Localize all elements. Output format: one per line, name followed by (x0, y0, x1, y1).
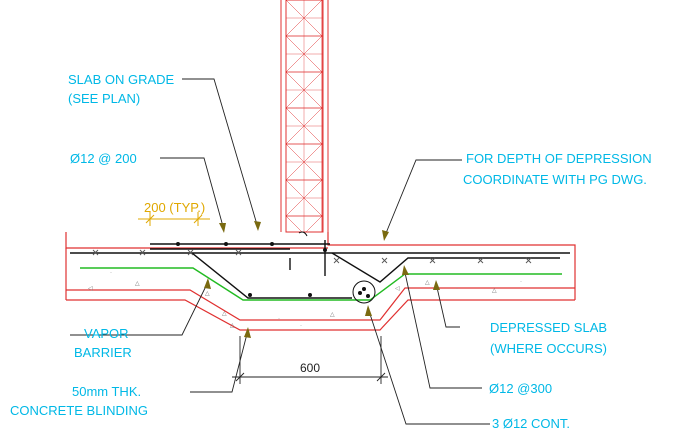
blinding-label: CONCRETE BLINDING (10, 403, 148, 418)
width-dimension-label: 600 (300, 361, 320, 375)
svg-text:·: · (456, 286, 458, 292)
svg-text:·: · (300, 323, 302, 329)
vapor-barrier-line (80, 267, 562, 301)
blinding-thk-label: 50mm THK. (72, 384, 141, 399)
depression-note-line1: FOR DEPTH OF DEPRESSION (466, 151, 652, 166)
where-occurs-label: (WHERE OCCURS) (490, 341, 607, 356)
svg-text:·: · (110, 270, 112, 276)
svg-text:·: · (278, 316, 280, 322)
bar-200-label: Ø12 @ 200 (70, 151, 137, 166)
rebar-crosses (92, 249, 532, 264)
typ-label: 200 (TYP.) (144, 200, 205, 215)
svg-text:◁: ◁ (88, 286, 93, 292)
svg-text:△: △ (222, 311, 227, 317)
bar-300-label: Ø12 @300 (489, 381, 552, 396)
svg-text:△: △ (135, 281, 140, 287)
svg-text:◁: ◁ (395, 286, 400, 292)
leaders (70, 78, 490, 425)
svg-text:·: · (160, 288, 162, 294)
barrier-label: BARRIER (74, 345, 132, 360)
wall-starter-hook (298, 231, 308, 237)
concrete-hatch: ·△◁ ·△△ ·△◁ △·△ ·△· (88, 270, 522, 329)
vapor-label: VAPOR (84, 326, 129, 341)
cont-bars-circle (352, 280, 376, 304)
depression-note-line2: COORDINATE WITH PG DWG. (463, 172, 647, 187)
rebar-dots (176, 242, 370, 298)
slab-outline (65, 232, 576, 331)
see-plan-label: (SEE PLAN) (68, 91, 140, 106)
width-dimension (232, 336, 388, 384)
depressed-slab-label: DEPRESSED SLAB (490, 320, 607, 335)
svg-text:△: △ (330, 312, 335, 318)
arrowheads (204, 221, 440, 338)
svg-text:△: △ (230, 323, 235, 329)
slab-on-grade-label: SLAB ON GRADE (68, 72, 175, 87)
svg-text:·: · (520, 279, 522, 285)
typ-dimension (138, 212, 210, 226)
masonry-wall (280, 0, 329, 233)
svg-text:△: △ (492, 288, 497, 294)
svg-text:△: △ (205, 291, 210, 297)
cont-bars-label: 3 Ø12 CONT. (492, 416, 570, 431)
svg-text:△: △ (425, 280, 430, 286)
